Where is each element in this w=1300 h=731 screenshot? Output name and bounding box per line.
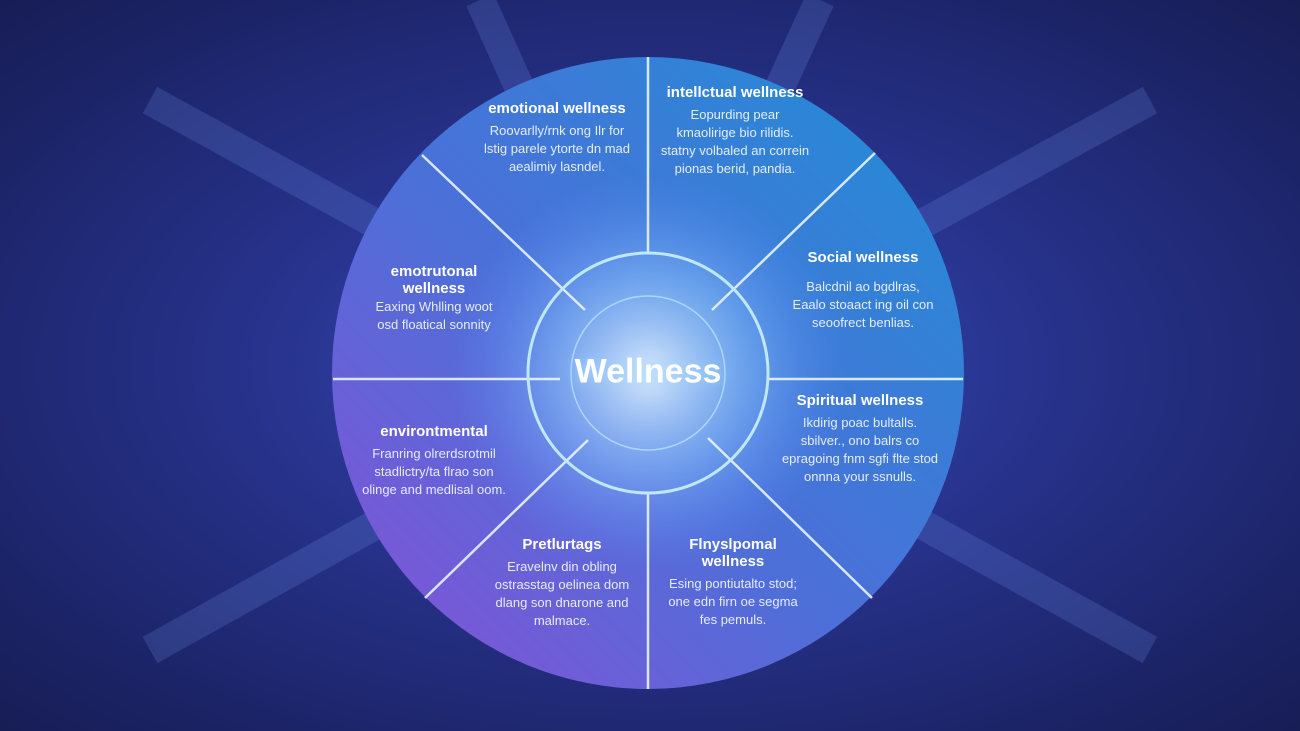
center-label: Wellness (574, 352, 722, 391)
segment-title: Spiritual wellness (796, 392, 924, 409)
center-ring-outer (526, 251, 770, 495)
center-ring-inner (570, 295, 726, 451)
segment-title: Pretlurtags (522, 536, 602, 553)
segment-description: Balcdnil ao bgdlras, Eaalo stoaact ing o… (792, 279, 934, 330)
segment-intellectual: intellctual wellness Eopurding pear kmao… (660, 84, 810, 178)
segment-environmental: environtmental Franring olrerdsrotmil st… (362, 423, 507, 499)
segment-title: environtmental (380, 423, 488, 440)
segment-emotional: emotional wellness Roovarlly/rnk ong Ilr… (477, 100, 637, 176)
segment-title: Social wellness (807, 249, 919, 266)
segment-title: intellctual wellness (666, 84, 804, 101)
segment-financial: Pretlurtags Eravelnv din obling ostrasst… (490, 536, 635, 630)
segment-description: Roovarlly/rnk ong Ilr for lstig parele y… (484, 123, 630, 174)
segment-occupational: emotrutonal wellness Eaxing Whlling woot… (364, 263, 504, 334)
segment-description: Esing pontiutalto stod; one edn firn oe … (668, 576, 798, 627)
segment-description: Franring olrerdsrotmil stadlictry/ta flr… (362, 446, 506, 497)
segment-description: Eaxing Whlling woot osd floatical sonnit… (375, 299, 493, 332)
segment-description: Eravelnv din obling ostrasstag oelinea d… (494, 559, 630, 628)
segment-social: Social wellness Balcdnil ao bgdlras, Eaa… (788, 249, 938, 332)
segment-description: Eopurding pear kmaolirige bio rilidis. s… (660, 107, 810, 176)
segment-physical: Flnyslpomal wellness Esing pontiutalto s… (661, 536, 806, 629)
segment-title: emotrutonal wellness (390, 263, 478, 297)
segment-title: Flnyslpomal wellness (689, 536, 777, 570)
segment-title: emotional wellness (488, 100, 626, 117)
segment-spiritual: Spiritual wellness Ikdirig poac bultalls… (780, 392, 940, 486)
segment-dividers (333, 57, 963, 689)
segment-description: Ikdirig poac bultalls. sbilver., ono bal… (781, 415, 939, 484)
center-glow (448, 173, 848, 573)
